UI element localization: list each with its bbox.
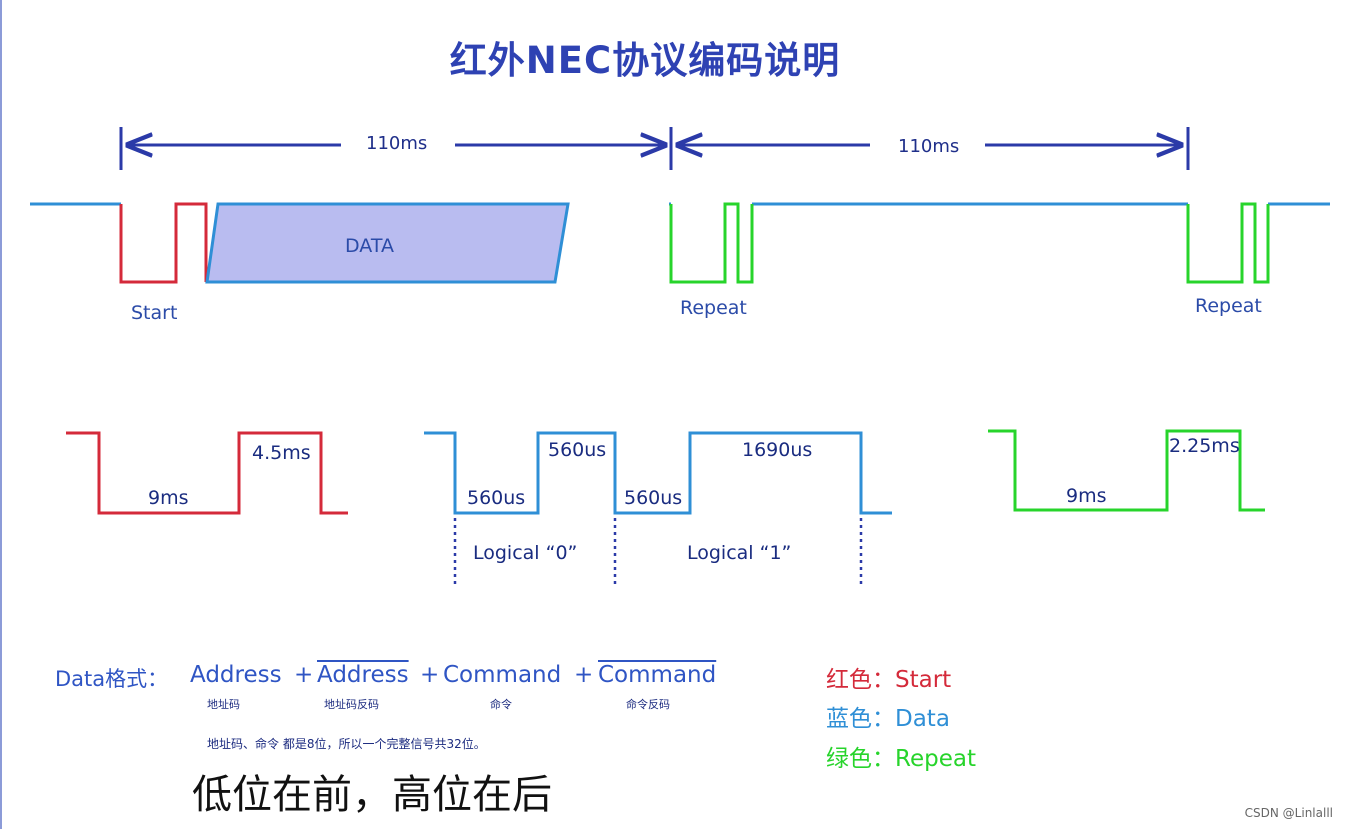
one-high-label: 1690us: [742, 439, 813, 461]
data-format-prefix: Data格式：: [55, 667, 169, 691]
bit-boundaries: [453, 518, 863, 588]
repeat-detail-wave: [988, 429, 1265, 512]
bit-detail-wave: [424, 431, 892, 515]
field-address-inverted-sub: 地址码反码: [324, 698, 379, 711]
repeat-pulse-2: [1186, 202, 1270, 284]
zero-high-label: 560us: [548, 439, 607, 461]
data-block: [205, 202, 570, 284]
start-label: Start: [131, 302, 178, 324]
bit-order-note: 低位在前，高位在后: [192, 772, 552, 818]
logical-one-label: Logical “1”: [687, 542, 792, 564]
data-label: DATA: [345, 235, 394, 257]
repeat-low-label: 9ms: [1066, 485, 1107, 507]
span-label-1: 110ms: [366, 133, 428, 154]
bit-count-note: 地址码、命令 都是8位，所以一个完整信号共32位。: [207, 737, 486, 751]
field-command-inverted-sub: 命令反码: [626, 698, 670, 711]
detail-waveforms: [66, 429, 1265, 515]
timeline-arrows: [119, 127, 1190, 170]
field-address-inverted: Address: [317, 662, 409, 688]
start-low-label: 9ms: [148, 487, 189, 509]
watermark: CSDN @Linlalll: [1244, 806, 1333, 820]
left-edge: [0, 0, 2, 829]
span-label-2: 110ms: [898, 136, 960, 157]
one-low-label: 560us: [624, 487, 683, 509]
legend-start: 红色：Start: [826, 667, 952, 693]
repeat-label-2: Repeat: [1195, 295, 1262, 317]
start-pulse: [119, 202, 208, 284]
plus-3: +: [574, 662, 594, 688]
plus-2: +: [420, 662, 440, 688]
field-command-sub: 命令: [490, 698, 512, 711]
repeat-pulse-1: [669, 202, 754, 284]
legend-data: 蓝色：Data: [826, 706, 950, 732]
repeat-label-1: Repeat: [680, 297, 747, 319]
repeat-high-label: 2.25ms: [1169, 435, 1240, 457]
field-address: Address: [190, 662, 282, 688]
plus-1: +: [294, 662, 314, 688]
field-command-inverted: Command: [598, 662, 717, 688]
top-waveform: [30, 202, 1330, 284]
zero-low-label: 560us: [467, 487, 526, 509]
logical-zero-label: Logical “0”: [473, 542, 578, 564]
legend-repeat: 绿色：Repeat: [826, 746, 976, 772]
field-address-sub: 地址码: [207, 698, 240, 711]
start-high-label: 4.5ms: [252, 442, 311, 464]
diagram-title: 红外NEC协议编码说明: [449, 39, 841, 82]
field-command: Command: [443, 662, 562, 688]
start-detail-wave: [66, 431, 348, 515]
